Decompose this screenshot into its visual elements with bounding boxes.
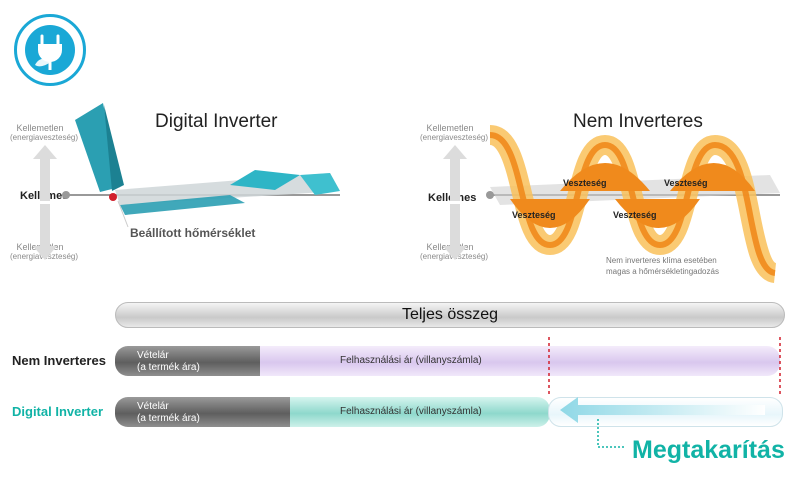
- loss-label-4: Veszteség: [664, 178, 708, 188]
- row-label-digital-inverter: Digital Inverter: [12, 404, 104, 419]
- purchase-price-bar-non-inverter: Vételár (a termék ára): [115, 346, 260, 376]
- digital-temperature-diagram: [33, 103, 340, 260]
- loss-label-1: Veszteség: [512, 210, 556, 220]
- purchase-price-bar-digital: Vételár (a termék ára): [115, 397, 290, 427]
- total-amount-label: Teljes összeg: [401, 306, 499, 323]
- row-label-non-inverter: Nem Inverteres: [12, 353, 106, 368]
- digital-uncomfortable-top: Kellemetlen (energiaveszteség): [10, 123, 79, 143]
- savings-label: Megtakarítás: [632, 436, 785, 464]
- savings-arrow: [548, 337, 781, 448]
- non-inverter-title: Nem Inverteres: [573, 111, 703, 132]
- digital-title: Digital Inverter: [155, 111, 278, 132]
- non-inverter-uncomfortable-top: Kellemetlen (energiaveszteség): [420, 123, 489, 143]
- set-temperature-label: Beállított hőmérséklet: [130, 226, 256, 240]
- non-inverter-temperature-diagram: [443, 125, 780, 283]
- logo: [14, 14, 86, 86]
- total-amount-bar: Teljes összeg: [115, 302, 785, 328]
- usage-cost-bar-non-inverter: Felhasználási ár (villanyszámla): [260, 346, 780, 376]
- loss-label-2: Veszteség: [563, 178, 607, 188]
- loss-label-3: Veszteség: [613, 210, 657, 220]
- non-inverter-note: Nem inverteres klíma esetében magas a hő…: [606, 256, 719, 276]
- eco-plug-icon: [25, 25, 75, 75]
- usage-cost-bar-digital: Felhasználási ár (villanyszámla): [290, 397, 550, 427]
